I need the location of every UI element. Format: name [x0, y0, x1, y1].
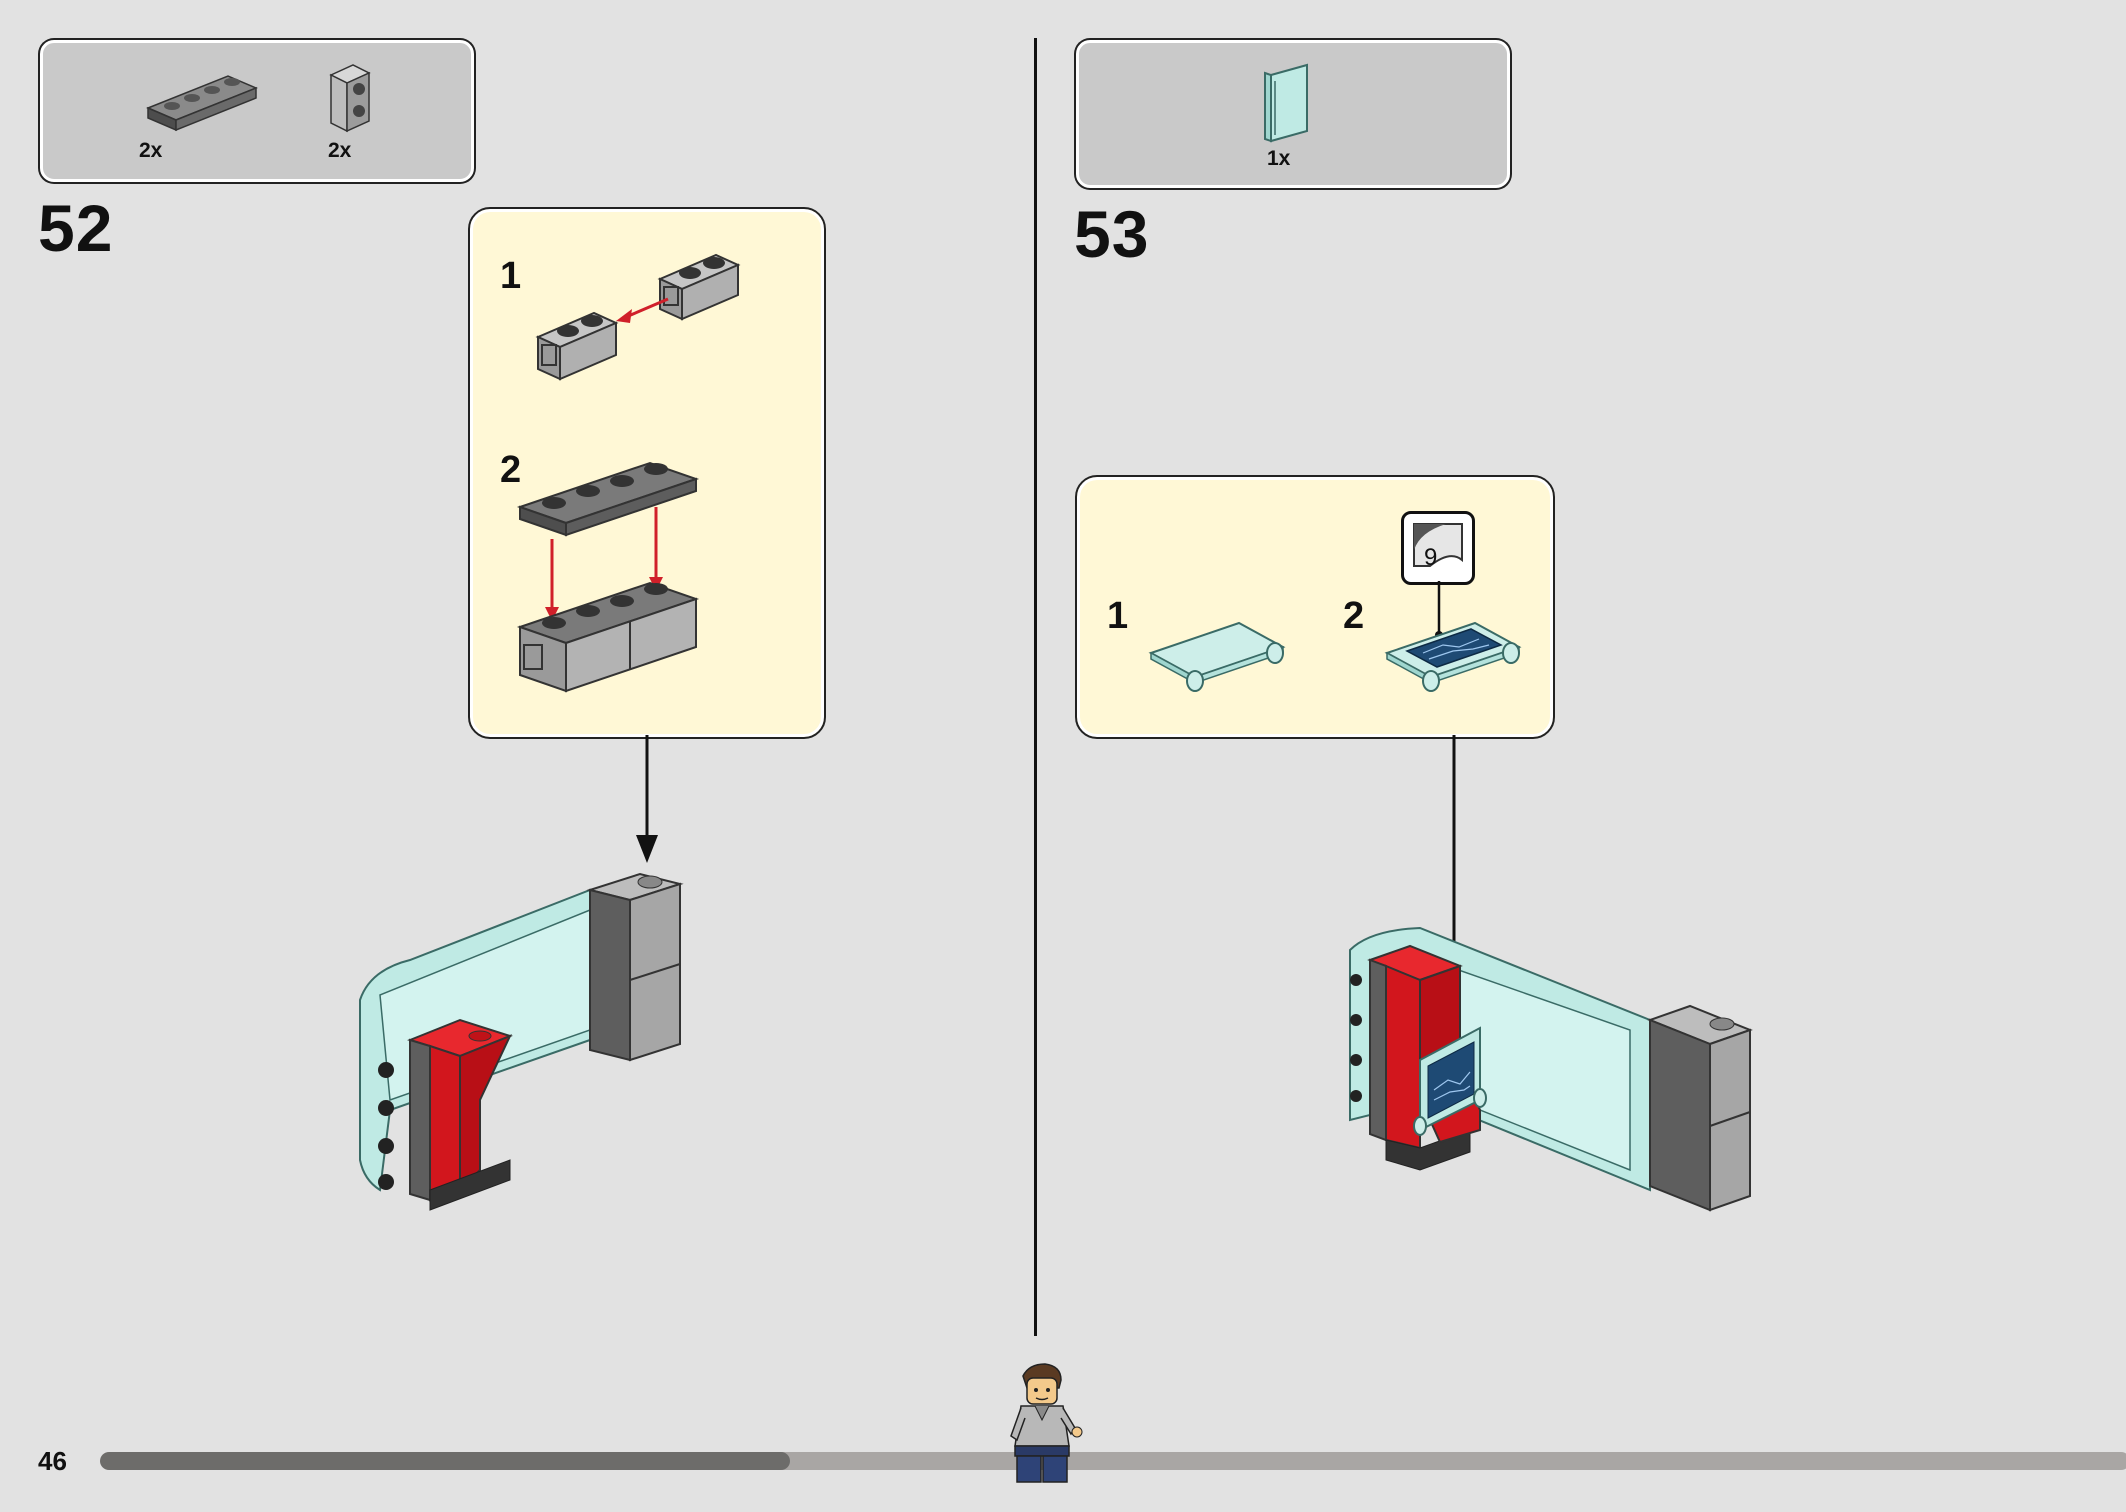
page-number: 46: [38, 1446, 67, 1476]
sticker-number: 9: [1424, 544, 1438, 571]
substep-number: 1: [500, 255, 522, 297]
gray-brick-icon: [657, 253, 741, 321]
gray-brick-icon: [535, 311, 619, 381]
substep-number: 2: [1343, 595, 1365, 637]
substep-box-step-52: 1 2: [468, 207, 826, 739]
substep-number: 1: [1107, 595, 1129, 637]
dark-gray-plate-icon: [146, 75, 258, 132]
model-assembly-step-53: [1349, 926, 1753, 1212]
plate-on-bricks-illustration: [516, 461, 700, 693]
step-number: 53: [1074, 197, 1150, 271]
part-qty: 1x: [1267, 147, 1291, 170]
step-number: 52: [38, 191, 114, 265]
substep-number: 2: [500, 449, 522, 491]
brick-assembly-illustration: [535, 253, 741, 381]
panel-with-sticker-illustration: [1384, 621, 1522, 692]
sticker-callout: 9: [1401, 511, 1475, 585]
progress-bar-fill: [100, 1452, 791, 1470]
substep-box-step-53: 1 2 9: [1075, 475, 1555, 739]
parts-list-step-52: 2x 2x: [40, 40, 474, 182]
progress-bar: [100, 1452, 2126, 1470]
minifigure-icon: [1010, 1363, 1083, 1483]
parts-list-step-53: 1x: [1076, 40, 1510, 188]
sticker-icon: [1413, 523, 1463, 567]
model-assembly-step-52: [359, 872, 684, 1211]
part-qty: 2x: [139, 139, 163, 162]
light-gray-brick-icon: [329, 64, 371, 133]
down-arrow: [636, 735, 658, 863]
step-divider: [1034, 38, 1037, 1336]
transparent-panel-icon: [1264, 63, 1308, 143]
transparent-panel-illustration: [1148, 621, 1286, 692]
part-qty: 2x: [328, 139, 352, 162]
